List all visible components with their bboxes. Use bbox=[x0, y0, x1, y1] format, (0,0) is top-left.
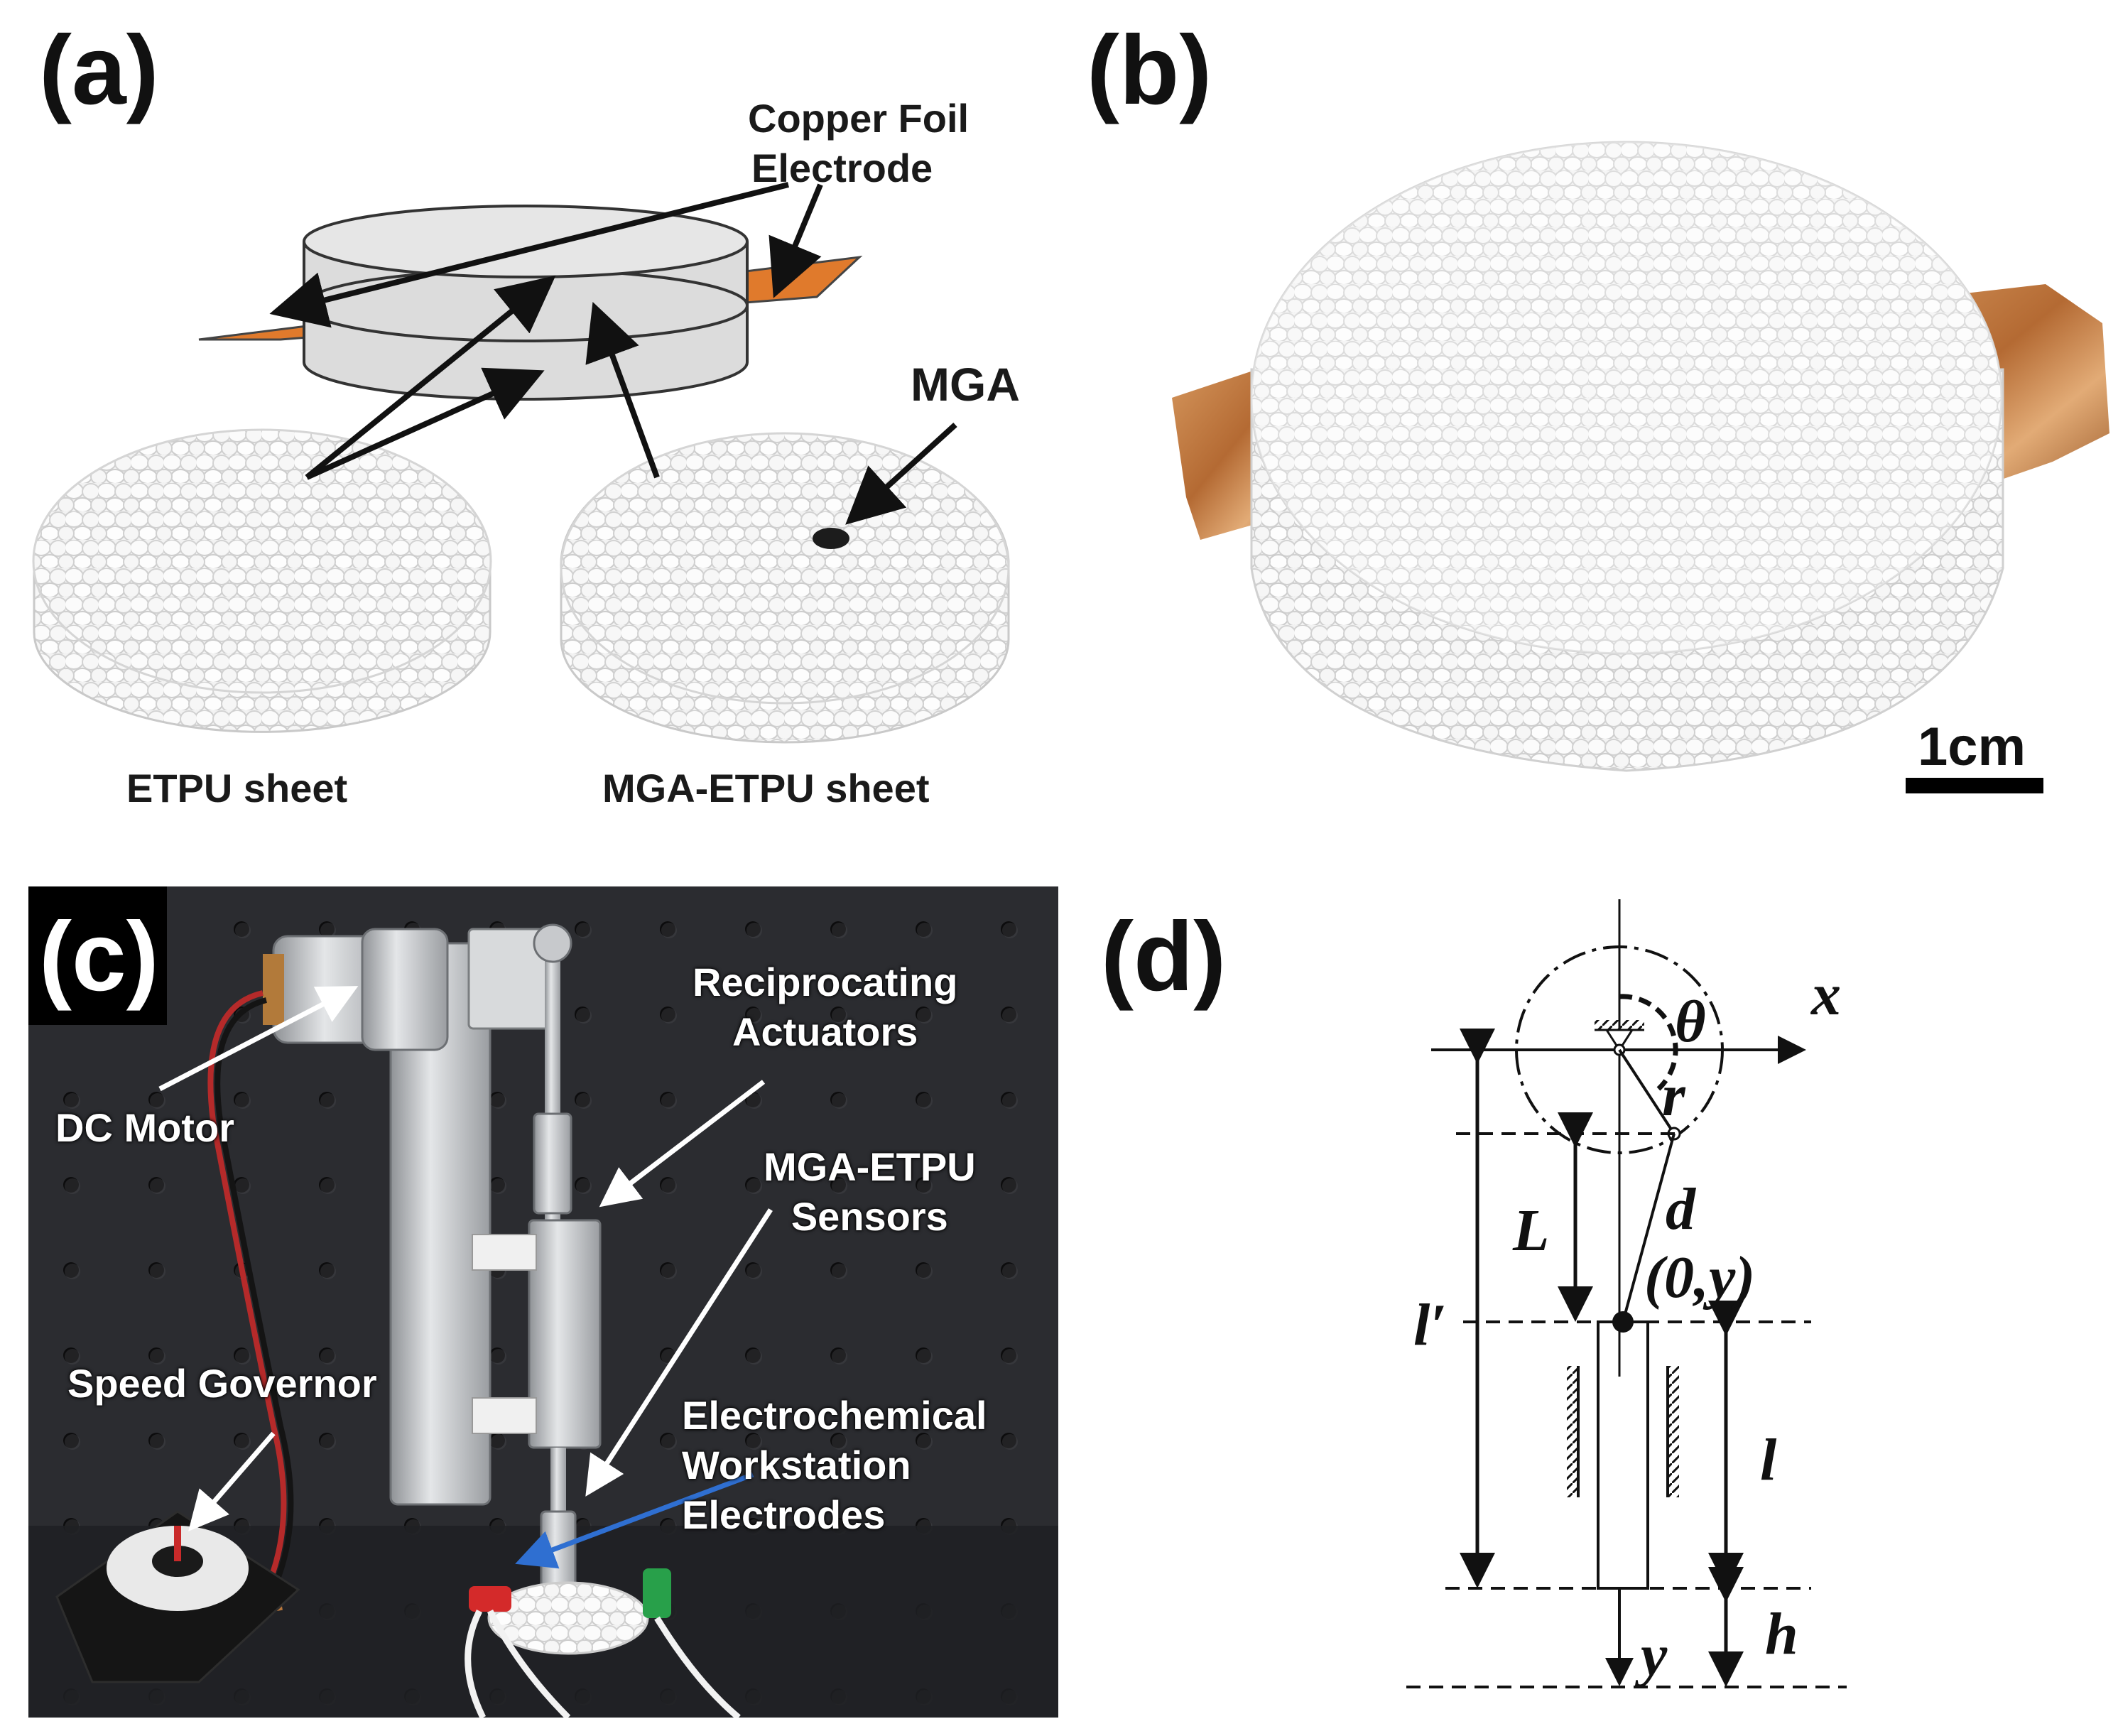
red-clip bbox=[469, 1586, 511, 1612]
symbol-h: h bbox=[1765, 1601, 1798, 1667]
mga-label: MGA bbox=[911, 358, 1020, 411]
electrodes-label: Electrochemical Workstation Electrodes bbox=[682, 1391, 987, 1540]
symbol-r: r bbox=[1662, 1063, 1686, 1129]
symbol-L: L bbox=[1512, 1198, 1549, 1264]
symbol-l: l bbox=[1760, 1427, 1777, 1493]
test-rig-photo bbox=[28, 886, 1058, 1718]
panel-b: (b) 1cm bbox=[1065, 0, 2118, 838]
panel-a-label: (a) bbox=[39, 16, 159, 125]
symbol-theta: θ bbox=[1675, 989, 1706, 1055]
actuators-line1: Reciprocating bbox=[693, 960, 958, 1004]
sensor-photo bbox=[1172, 141, 2109, 772]
symbol-point: (0,y) bbox=[1644, 1244, 1755, 1311]
connecting-rod-d bbox=[1622, 1133, 1676, 1323]
symbol-x: x bbox=[1810, 962, 1841, 1028]
symbol-d: d bbox=[1666, 1176, 1697, 1242]
sensors-line2: Sensors bbox=[791, 1194, 948, 1239]
scale-bar bbox=[1906, 778, 2043, 793]
slider-body bbox=[1597, 1320, 1649, 1590]
electrodes-line2: Workstation bbox=[682, 1443, 911, 1487]
scale-bar-label: 1cm bbox=[1918, 717, 2026, 777]
speed-governor-label: Speed Governor bbox=[67, 1361, 377, 1406]
crank-slider-diagram: x θ r d L (0,y) l′ l h y bbox=[1406, 899, 1847, 1688]
panel-c-label-bg bbox=[28, 886, 167, 1025]
panel-a: (a) Copper Foil bbox=[0, 0, 1065, 838]
theta-arc bbox=[1619, 994, 1678, 1091]
actuators-line2: Actuators bbox=[732, 1009, 918, 1054]
panel-c-label: (c) bbox=[39, 902, 159, 1011]
electrodes-line3: Electrodes bbox=[682, 1492, 886, 1537]
speed-governor-box bbox=[55, 1510, 300, 1683]
etpu-sheet-label: ETPU sheet bbox=[126, 766, 348, 810]
crank-arm bbox=[1618, 1048, 1676, 1135]
mga-etpu-sheet-label: MGA-ETPU sheet bbox=[602, 766, 930, 810]
reciprocating-actuators-label: Reciprocating Actuators bbox=[693, 957, 957, 1057]
sensor-on-table bbox=[487, 1581, 649, 1655]
panel-c: (c) DC Motor Reciprocating Actuators MGA… bbox=[28, 886, 1058, 1718]
linear-guide bbox=[528, 1219, 602, 1449]
sensors-line1: MGA-ETPU bbox=[764, 1144, 976, 1189]
motor-wires bbox=[207, 990, 287, 1598]
green-clip bbox=[643, 1568, 671, 1618]
panel-a-illustration bbox=[32, 182, 1010, 744]
copper-foil-label-line1: Copper Foil bbox=[748, 96, 970, 141]
dc-motor-body bbox=[263, 928, 449, 1051]
etpu-sheet-photo bbox=[32, 428, 492, 733]
panel-d: (d) bbox=[1065, 886, 2118, 1736]
symbol-l-prime: l′ bbox=[1413, 1292, 1447, 1358]
electrodes-line1: Electrochemical bbox=[682, 1393, 987, 1438]
mga-etpu-sheet-photo bbox=[560, 432, 1010, 744]
symbol-y: y bbox=[1634, 1622, 1668, 1688]
mga-dot bbox=[813, 528, 849, 549]
copper-foil-label-line2: Electrode bbox=[751, 146, 933, 190]
panel-b-label: (b) bbox=[1087, 16, 1212, 125]
panel-d-label: (d) bbox=[1101, 902, 1227, 1011]
mga-etpu-sensors-label: MGA-ETPU Sensors bbox=[764, 1142, 976, 1242]
dc-motor-label: DC Motor bbox=[55, 1105, 234, 1150]
copper-foil-label: Copper Foil Electrode bbox=[748, 94, 969, 193]
